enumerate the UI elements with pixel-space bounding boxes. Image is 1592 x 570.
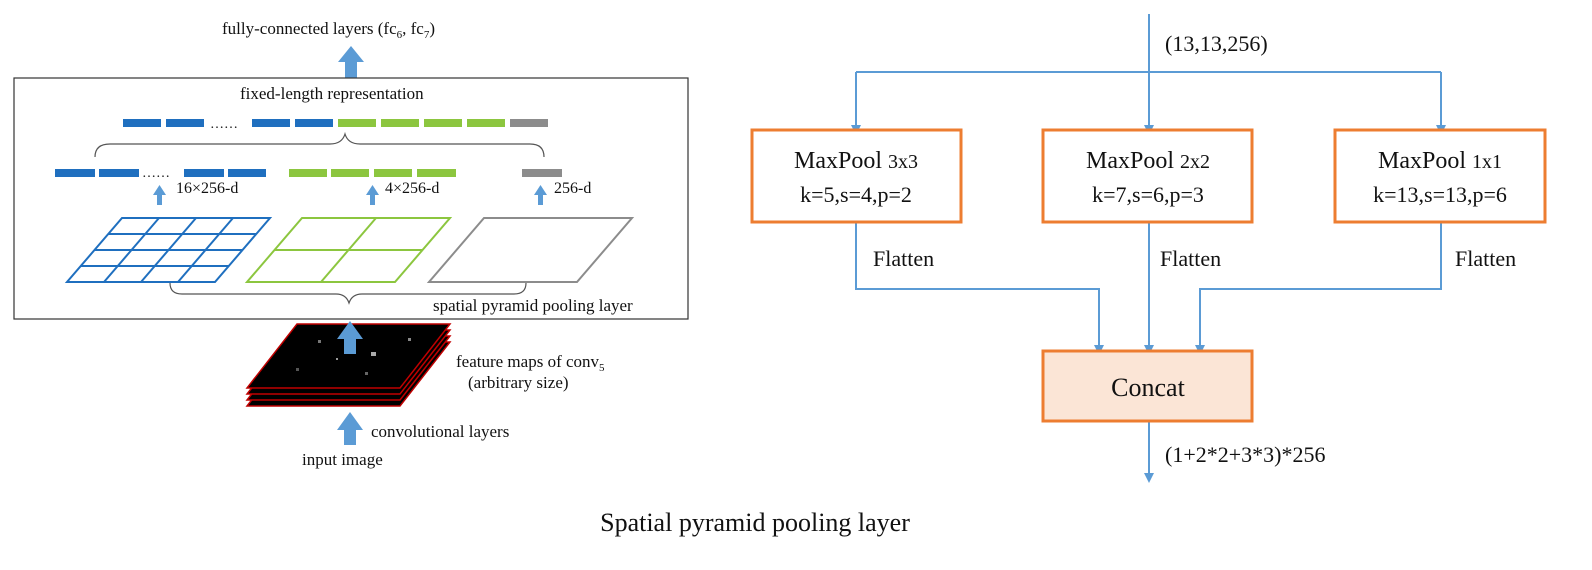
svg-text:k=13,s=13,p=6: k=13,s=13,p=6	[1373, 182, 1507, 207]
svg-text:MaxPool 3x3: MaxPool 3x3	[794, 148, 918, 174]
pooled-vector-1	[522, 169, 562, 177]
dots-top: ……	[210, 117, 238, 132]
pyramid-grid-4x4	[64, 217, 273, 283]
pooled-vector-16	[55, 169, 266, 177]
flow-lines	[851, 14, 1446, 483]
maxpool-box-1x1: MaxPool 1x1 k=13,s=13,p=6	[1333, 128, 1547, 224]
flatten-label-3: Flatten	[1455, 246, 1516, 271]
svg-text:k=7,s=6,p=3: k=7,s=6,p=3	[1092, 182, 1204, 207]
dim-16-label: 16×256-d	[176, 180, 238, 197]
conv-layers-label: convolutional layers	[371, 422, 509, 441]
maxpool-box-2x2: MaxPool 2x2 k=7,s=6,p=3	[1041, 128, 1254, 224]
pooled-vector-4	[289, 169, 456, 177]
figure-caption: Spatial pyramid pooling layer	[600, 508, 910, 537]
input-image-label: input image	[302, 450, 383, 469]
fixed-length-label: fixed-length representation	[240, 84, 424, 103]
pyramid-grid-1x1	[426, 217, 635, 283]
svg-text:k=5,s=4,p=2: k=5,s=4,p=2	[800, 182, 912, 207]
small-arrow-4	[366, 185, 379, 205]
bottom-brace	[169, 282, 527, 305]
output-shape-label: (1+2*2+3*3)*256	[1165, 442, 1325, 467]
fc-arrow	[338, 46, 364, 78]
conv-arrow	[337, 412, 363, 445]
pyramid-grid-2x2	[244, 217, 453, 283]
small-arrow-1	[534, 185, 547, 205]
svg-text:MaxPool 1x1: MaxPool 1x1	[1378, 148, 1502, 174]
arbitrary-size-label: (arbitrary size)	[468, 373, 569, 392]
dots-pooled: ……	[142, 166, 170, 181]
spp-frame	[13, 77, 689, 320]
svg-text:MaxPool 2x2: MaxPool 2x2	[1086, 148, 1210, 174]
small-arrow-16	[153, 185, 166, 205]
svg-text:Concat: Concat	[1111, 373, 1185, 402]
input-shape-label: (13,13,256)	[1165, 31, 1268, 56]
feature-maps-stack	[245, 323, 452, 407]
dim-1-label: 256-d	[554, 180, 591, 197]
concat-box: Concat	[1041, 349, 1254, 423]
flatten-label-2: Flatten	[1160, 246, 1221, 271]
top-brace	[94, 131, 545, 158]
fc-layers-label: fully-connected layers (fc6, fc7)	[222, 19, 435, 41]
flatten-label-1: Flatten	[873, 246, 934, 271]
dim-4-label: 4×256-d	[385, 180, 439, 197]
feature-maps-arrow	[337, 321, 363, 354]
spp-layer-label: spatial pyramid pooling layer	[433, 296, 633, 315]
feature-maps-label: feature maps of conv5	[456, 352, 605, 374]
maxpool-box-3x3: MaxPool 3x3 k=5,s=4,p=2	[750, 128, 963, 224]
fixed-length-vector	[123, 119, 548, 127]
